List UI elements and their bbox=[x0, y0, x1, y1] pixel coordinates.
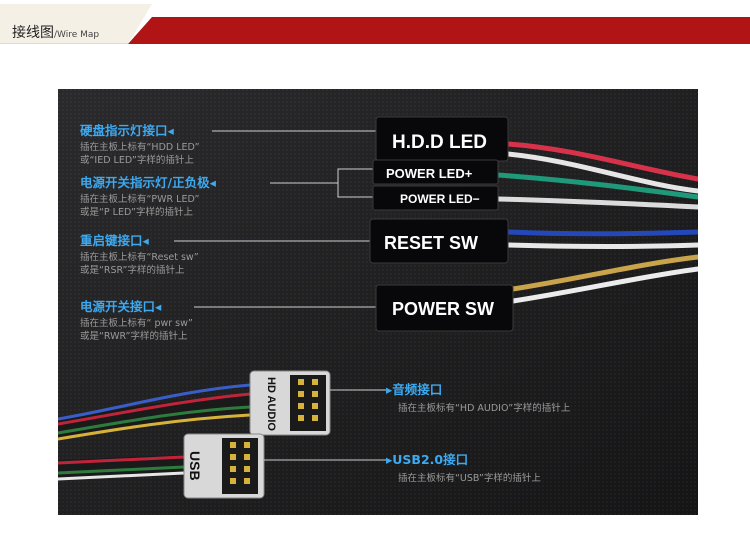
label-audio: ▸音频接口 插在主板标有“HD AUDIO”字样的插针上 bbox=[386, 382, 571, 414]
power-led-minus-connector: POWER LED− bbox=[372, 185, 499, 211]
svg-text:HD AUDIO: HD AUDIO bbox=[265, 377, 277, 431]
hdd-led-connector: H.D.D LED bbox=[375, 116, 509, 162]
svg-text:重启键接口◂: 重启键接口◂ bbox=[80, 233, 150, 248]
svg-text:POWER SW: POWER SW bbox=[392, 299, 494, 319]
svg-text:插在主板上标有“ pwr sw”: 插在主板上标有“ pwr sw” bbox=[80, 317, 193, 329]
svg-text:电源开关接口◂: 电源开关接口◂ bbox=[80, 299, 162, 314]
upper-wires bbox=[495, 141, 701, 304]
header-red-band bbox=[128, 17, 750, 44]
svg-text:或是“P LED”字样的插针上: 或是“P LED”字样的插针上 bbox=[80, 206, 193, 218]
power-sw-connector: POWER SW bbox=[375, 284, 514, 332]
svg-text:插在主板上标有“HDD LED”: 插在主板上标有“HDD LED” bbox=[80, 141, 200, 153]
lower-cables bbox=[48, 383, 260, 481]
hd-audio-header: HD AUDIO bbox=[249, 370, 331, 436]
pointer-lines bbox=[174, 130, 376, 308]
label-power-led: 电源开关指示灯/正负极◂ 插在主板上标有“PWR LED” 或是“P LED”字… bbox=[80, 175, 217, 218]
power-led-plus-connector: POWER LED+ bbox=[372, 159, 499, 185]
svg-text:RESET SW: RESET SW bbox=[384, 233, 478, 253]
svg-text:或是“RSR”字样的插针上: 或是“RSR”字样的插针上 bbox=[80, 264, 185, 276]
title-en: /Wire Map bbox=[54, 30, 100, 40]
svg-text:插在主板标有“USB”字样的插针上: 插在主板标有“USB”字样的插针上 bbox=[398, 472, 541, 484]
label-usb: ▸USB2.0接口 插在主板标有“USB”字样的插针上 bbox=[386, 452, 541, 484]
wire-photo: H.D.D LED POWER LED+ POWER LED− RESET SW… bbox=[48, 89, 701, 515]
wire-diagram: H.D.D LED POWER LED+ POWER LED− RESET SW… bbox=[48, 89, 701, 515]
svg-text:插在主板标有“HD AUDIO”字样的插针上: 插在主板标有“HD AUDIO”字样的插针上 bbox=[398, 402, 571, 414]
label-power-sw: 电源开关接口◂ 插在主板上标有“ pwr sw” 或是“RWR”字样的插针上 bbox=[80, 299, 193, 342]
label-reset: 重启键接口◂ 插在主板上标有“Reset sw” 或是“RSR”字样的插针上 bbox=[80, 233, 199, 276]
header-ribbon bbox=[0, 4, 750, 45]
reset-sw-connector: RESET SW bbox=[369, 218, 509, 264]
svg-text:插在主板上标有“PWR LED”: 插在主板上标有“PWR LED” bbox=[80, 193, 200, 205]
page-title: 接线图/Wire Map bbox=[12, 22, 99, 42]
svg-text:▸USB2.0接口: ▸USB2.0接口 bbox=[386, 452, 468, 467]
svg-text:POWER LED+: POWER LED+ bbox=[386, 166, 473, 181]
svg-text:或“IED LED”字样的插针上: 或“IED LED”字样的插针上 bbox=[80, 154, 194, 166]
lower-pointer-lines bbox=[264, 389, 386, 461]
title-cn: 接线图 bbox=[12, 25, 54, 41]
svg-text:USB: USB bbox=[187, 451, 203, 481]
svg-text:电源开关指示灯/正负极◂: 电源开关指示灯/正负极◂ bbox=[80, 175, 217, 190]
svg-text:或是“RWR”字样的插针上: 或是“RWR”字样的插针上 bbox=[80, 330, 188, 342]
svg-text:硬盘指示灯接口◂: 硬盘指示灯接口◂ bbox=[80, 123, 175, 138]
svg-text:H.D.D LED: H.D.D LED bbox=[392, 132, 487, 153]
svg-text:▸音频接口: ▸音频接口 bbox=[386, 382, 442, 397]
svg-text:POWER LED−: POWER LED− bbox=[400, 192, 480, 206]
header-bar: 接线图/Wire Map bbox=[0, 0, 750, 45]
header-tab-bg bbox=[0, 4, 152, 44]
svg-text:插在主板上标有“Reset sw”: 插在主板上标有“Reset sw” bbox=[80, 251, 199, 263]
usb-header: USB bbox=[183, 433, 265, 499]
label-hdd: 硬盘指示灯接口◂ 插在主板上标有“HDD LED” 或“IED LED”字样的插… bbox=[80, 123, 200, 166]
